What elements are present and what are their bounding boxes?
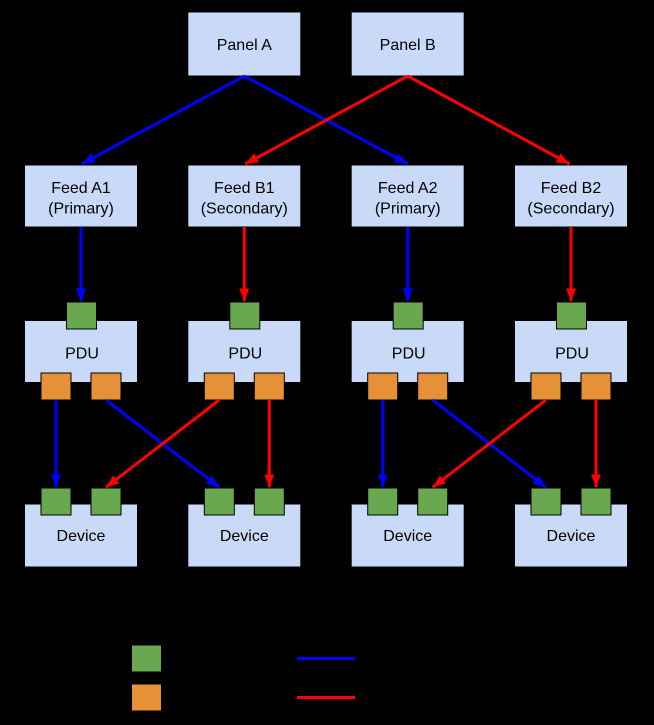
svg-text:Device: Device (383, 528, 432, 545)
svg-text:Device: Device (547, 528, 596, 545)
svg-text:(Primary): (Primary) (375, 201, 441, 218)
svg-text:Device: Device (57, 528, 106, 545)
svg-text:Device: Device (220, 528, 269, 545)
svg-text:(Secondary): (Secondary) (201, 201, 288, 218)
svg-text:PDU: PDU (228, 346, 262, 363)
svg-text:(Primary): (Primary) (48, 201, 114, 218)
svg-text:Feed B2: Feed B2 (541, 180, 602, 197)
svg-text:(Secondary): (Secondary) (527, 201, 614, 218)
svg-text:Feed A1: Feed A1 (51, 180, 111, 197)
svg-text:PDU: PDU (65, 346, 99, 363)
svg-text:Panel B: Panel B (380, 37, 436, 54)
svg-text:Panel A: Panel A (217, 37, 272, 54)
svg-text:Feed B1: Feed B1 (214, 180, 275, 197)
svg-text:PDU: PDU (392, 346, 426, 363)
svg-text:PDU: PDU (555, 346, 589, 363)
svg-text:Feed A2: Feed A2 (378, 180, 438, 197)
